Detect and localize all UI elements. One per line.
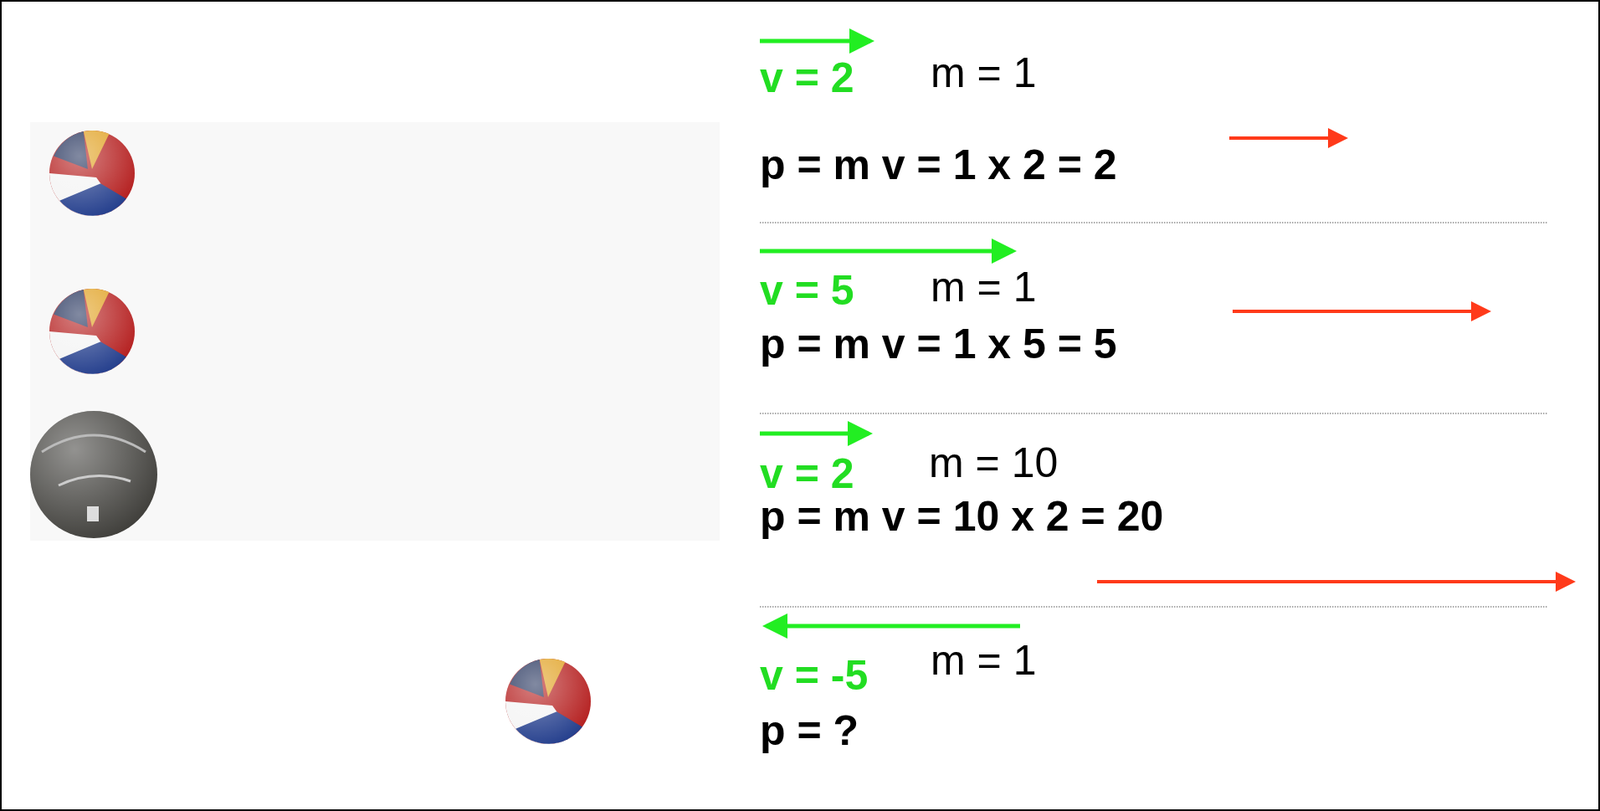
mass-label: m = 10: [928, 441, 1058, 484]
momentum-equation: p = m v = 1 x 2 = 2: [759, 143, 1118, 186]
velocity-label: v = 5: [759, 269, 855, 312]
velocity-label: v = -5: [759, 654, 868, 697]
momentum-equation: p = ?: [759, 709, 859, 752]
momentum-equation: p = m v = 1 x 5 = 5: [759, 323, 1118, 365]
velocity-label: v = 2: [759, 452, 855, 495]
mass-label: m = 1: [930, 639, 1036, 682]
mass-label: m = 1: [930, 266, 1036, 308]
momentum-equation: p = m v = 10 x 2 = 20: [759, 495, 1164, 538]
mass-label: m = 1: [930, 51, 1036, 94]
velocity-label: v = 2: [759, 56, 855, 99]
